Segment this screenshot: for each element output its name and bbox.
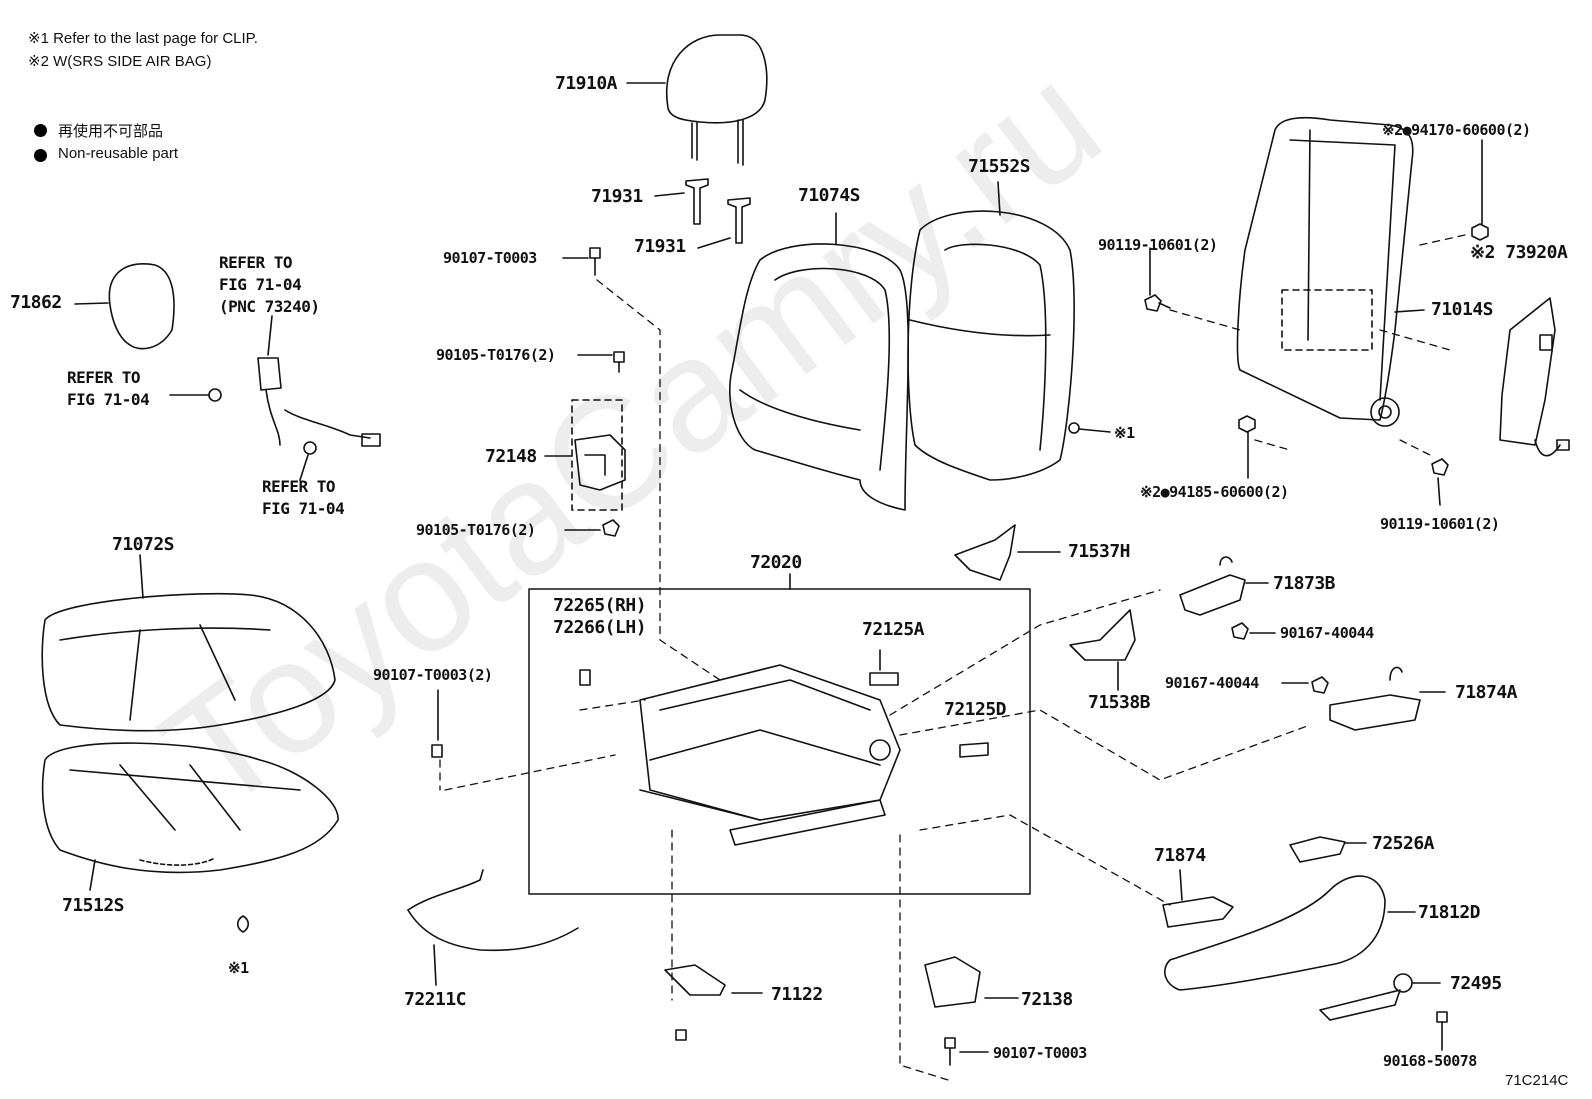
cover-71862 <box>74 263 175 350</box>
dashed-connections <box>439 234 1466 1081</box>
note-clip: ※1 Refer to the last page for CLIP. <box>28 30 258 47</box>
label-90107-t0003: 90107-T0003 <box>443 249 537 267</box>
label-90168-50078: 90168-50078 <box>1383 1052 1477 1070</box>
label-71072s: 71072S <box>112 534 175 555</box>
cushion-cover-71072s <box>41 554 336 732</box>
legend-jp: 再使用不可部品 <box>58 123 164 140</box>
label-90167-40044: 90167-40044 <box>1165 674 1259 692</box>
bracket-72148 <box>544 247 626 537</box>
nuts-bolts <box>1144 139 1489 506</box>
label-72125a: 72125A <box>862 619 925 640</box>
headrest-guides-71931 <box>654 178 751 249</box>
label-71873b: 71873B <box>1273 573 1336 594</box>
figure-code: 71C214C <box>1505 1072 1569 1089</box>
label-90107-t0003: 90107-T0003(2) <box>373 666 493 684</box>
label-90167-40044: 90167-40044 <box>1280 624 1374 642</box>
label-71862: 71862 <box>10 292 62 313</box>
headrest-71910a <box>626 34 768 166</box>
label-71874a: 71874A <box>1455 682 1518 703</box>
label-94170-60600: ※2●94170-60600(2) <box>1382 121 1531 139</box>
harness-72211c <box>407 869 579 986</box>
label-90105-t0176: 90105-T0176(2) <box>416 521 536 539</box>
label-90119-10601: 90119-10601(2) <box>1380 515 1500 533</box>
seat-track-72020 <box>579 573 989 846</box>
label-72125d: 72125D <box>944 699 1007 720</box>
seatback-pad-71552s <box>907 181 1075 481</box>
refer-fig-71-04-pnc: REFER TO FIG 71-04 (PNC 73240) <box>219 253 320 316</box>
seatback-frame-71014s <box>1236 116 1425 427</box>
label-72020: 72020 <box>750 552 802 573</box>
label-71812d: 71812D <box>1418 902 1481 923</box>
label-71931: 71931 <box>634 236 686 257</box>
note-airbag: ※2 W(SRS SIDE AIR BAG) <box>28 53 212 70</box>
side-shield-parts <box>1162 836 1448 1051</box>
covers-71537h-71538b <box>954 524 1136 691</box>
cushion-pad-71512s <box>41 742 339 891</box>
label-leaders <box>431 257 613 758</box>
clip1-leader <box>1078 428 1111 433</box>
label-71538b: 71538B <box>1088 692 1151 713</box>
label-71014s: 71014S <box>1431 299 1494 320</box>
label-71074s: 71074S <box>798 185 861 206</box>
label-90107-t0003: 90107-T0003 <box>993 1044 1087 1062</box>
label-71122: 71122 <box>771 984 823 1005</box>
seat-belt-buckle <box>169 315 381 481</box>
legend-en: Non-reusable part <box>58 145 179 162</box>
label-72265-rh: 72265(RH) <box>553 595 647 616</box>
label-72526a: 72526A <box>1372 833 1435 854</box>
bracket-71122 <box>664 964 763 1041</box>
label-94185-60600: ※2●94185-60600(2) <box>1140 483 1289 501</box>
label-71552s: 71552S <box>968 156 1031 177</box>
label-72266-lh: 72266(LH) <box>553 617 647 638</box>
refer-fig-71-04: REFER TO FIG 71-04 <box>262 477 345 518</box>
legend-dot-icon <box>34 124 47 137</box>
label-71931: 71931 <box>591 186 643 207</box>
legend-dot-icon <box>34 149 47 162</box>
seat-track-box <box>528 588 1031 895</box>
label-90119-10601: 90119-10601(2) <box>1098 236 1218 254</box>
label-72495: 72495 <box>1450 973 1502 994</box>
cover-72138 <box>924 956 1019 1066</box>
seatback-cover-71074s <box>728 212 910 511</box>
label-90105-t0176: 90105-T0176(2) <box>436 346 556 364</box>
brackets-71873b-71874a <box>1179 556 1446 731</box>
label-71537h: 71537H <box>1068 541 1131 562</box>
clip2-outline <box>236 915 250 933</box>
label-72211c: 72211C <box>404 989 467 1010</box>
label-71874: 71874 <box>1154 845 1206 866</box>
side-airbag-73920a <box>1499 297 1570 457</box>
clip1-circle <box>1068 422 1080 434</box>
refer-fig-71-04: REFER TO FIG 71-04 <box>67 368 150 409</box>
label-72138: 72138 <box>1021 989 1073 1010</box>
label-72148: 72148 <box>485 446 537 467</box>
label-73920a: ※2 73920A <box>1470 242 1568 263</box>
label-clip-note: ※1 <box>1114 424 1135 442</box>
label-clip-note: ※1 <box>228 959 249 977</box>
label-71910a: 71910A <box>555 73 618 94</box>
label-71512s: 71512S <box>62 895 125 916</box>
